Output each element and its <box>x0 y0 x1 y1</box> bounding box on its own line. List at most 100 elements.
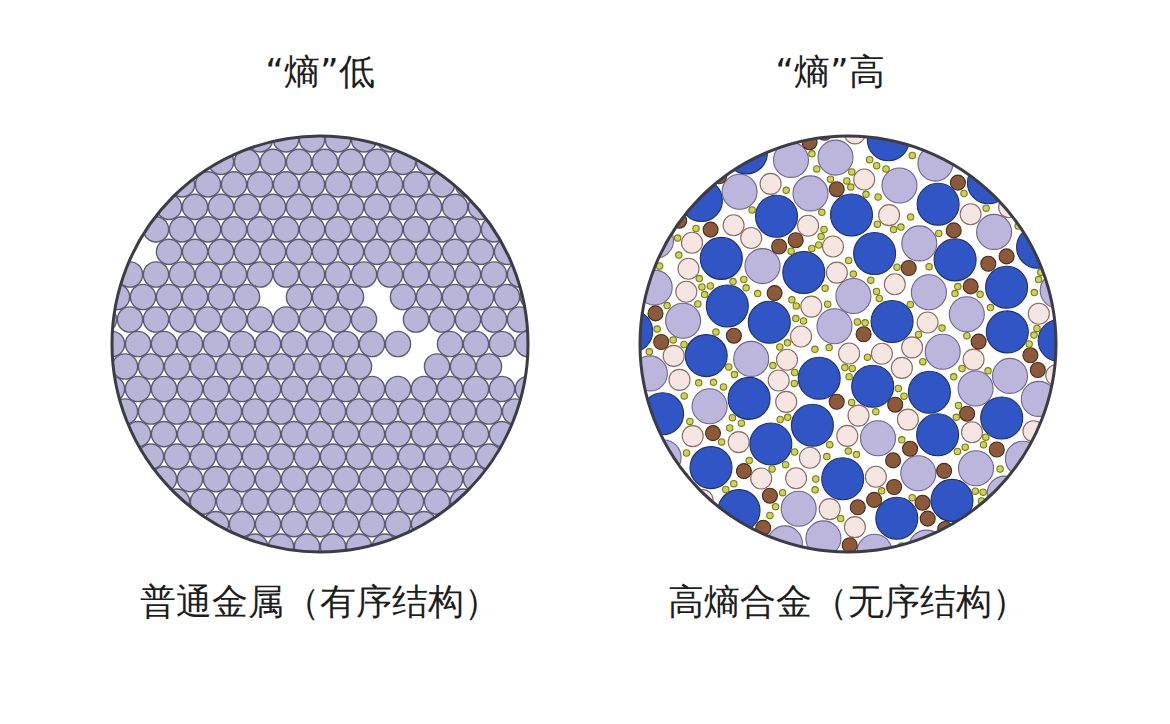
micro-atom <box>783 187 789 193</box>
medium-atom <box>959 451 994 486</box>
tiny-atom <box>762 488 777 503</box>
metal-atom <box>437 376 462 401</box>
metal-atom <box>203 331 228 356</box>
small-atom <box>865 466 886 487</box>
micro-atom <box>849 365 855 371</box>
micro-atom <box>741 276 747 282</box>
micro-atom <box>710 379 716 385</box>
large-atom <box>728 377 770 419</box>
tiny-atom <box>981 256 996 271</box>
micro-atom <box>819 209 825 215</box>
tiny-atom <box>950 175 965 190</box>
metal-atom <box>481 307 506 332</box>
small-atom <box>663 345 684 366</box>
micro-atom <box>920 359 926 365</box>
micro-atom <box>701 291 707 297</box>
metal-atom <box>489 331 514 356</box>
metal-atom <box>177 331 202 356</box>
micro-atom <box>821 226 827 232</box>
micro-atom <box>707 283 713 289</box>
micro-atom <box>713 329 719 335</box>
metal-atom <box>299 262 324 287</box>
small-atom <box>776 391 797 412</box>
atom-group <box>638 134 1058 554</box>
micro-atom <box>825 301 831 307</box>
metal-atom <box>281 467 306 492</box>
metal-atom <box>390 239 415 264</box>
metal-atom <box>372 444 397 469</box>
micro-atom <box>866 157 872 163</box>
micro-atom <box>772 504 778 510</box>
metal-atom <box>281 376 306 401</box>
micro-atom <box>699 284 705 290</box>
micro-atom <box>901 393 907 399</box>
metal-atom <box>203 422 228 447</box>
metal-atom <box>429 307 454 332</box>
micro-atom <box>777 416 783 422</box>
medium-atom <box>911 275 946 310</box>
metal-atom <box>416 239 441 264</box>
metal-atom <box>364 239 389 264</box>
metal-atom <box>242 489 267 514</box>
metal-atom <box>208 284 233 309</box>
metal-atom <box>177 376 202 401</box>
micro-atom <box>727 425 733 431</box>
metal-atom <box>390 194 415 219</box>
metal-atom <box>294 444 319 469</box>
small-atom <box>823 236 844 257</box>
metal-atom <box>125 376 150 401</box>
large-atom <box>871 301 913 343</box>
small-atom <box>669 369 690 390</box>
micro-atom <box>846 374 852 380</box>
small-atom <box>962 422 983 443</box>
micro-atom <box>779 490 785 496</box>
micro-atom <box>939 325 945 331</box>
small-atom <box>751 468 772 489</box>
micro-atom <box>907 214 913 220</box>
metal-atom <box>229 467 254 492</box>
micro-atom <box>731 371 737 377</box>
large-atom <box>791 404 833 446</box>
metal-atom <box>286 239 311 264</box>
micro-atom <box>785 414 791 420</box>
micro-atom <box>1035 276 1041 282</box>
micro-atom <box>695 301 701 307</box>
large-atom <box>680 180 722 222</box>
metal-atom <box>117 307 142 332</box>
micro-atom <box>812 487 818 493</box>
micro-atom <box>824 453 830 459</box>
micro-atom <box>915 331 921 337</box>
small-atom <box>768 370 789 391</box>
metal-atom <box>169 262 194 287</box>
metal-atom <box>455 217 480 242</box>
metal-atom <box>338 194 363 219</box>
entropy-heading: “熵”低 <box>100 50 540 94</box>
micro-atom <box>822 285 828 291</box>
metal-atom <box>229 422 254 447</box>
tiny-atom <box>788 233 803 248</box>
metal-atom <box>468 284 493 309</box>
small-atom <box>826 262 847 283</box>
metal-atom <box>333 376 358 401</box>
micro-atom <box>854 319 860 325</box>
metal-atom <box>455 172 480 197</box>
micro-atom <box>954 448 960 454</box>
medium-atom <box>646 440 681 475</box>
metal-atom <box>307 331 332 356</box>
metal-atom <box>398 444 423 469</box>
metal-atom <box>325 307 350 332</box>
metal-atom <box>203 467 228 492</box>
large-atom <box>852 365 894 407</box>
micro-atom <box>972 488 978 494</box>
metal-atom <box>312 284 337 309</box>
micro-atom <box>844 178 850 184</box>
metal-atom <box>247 307 272 332</box>
micro-atom <box>746 457 752 463</box>
micro-atom <box>883 166 889 172</box>
metal-atom <box>476 354 501 379</box>
metal-atom <box>182 194 207 219</box>
small-atom <box>777 349 798 370</box>
micro-atom <box>875 194 881 200</box>
tiny-atom <box>946 223 961 238</box>
small-atom <box>837 425 858 446</box>
